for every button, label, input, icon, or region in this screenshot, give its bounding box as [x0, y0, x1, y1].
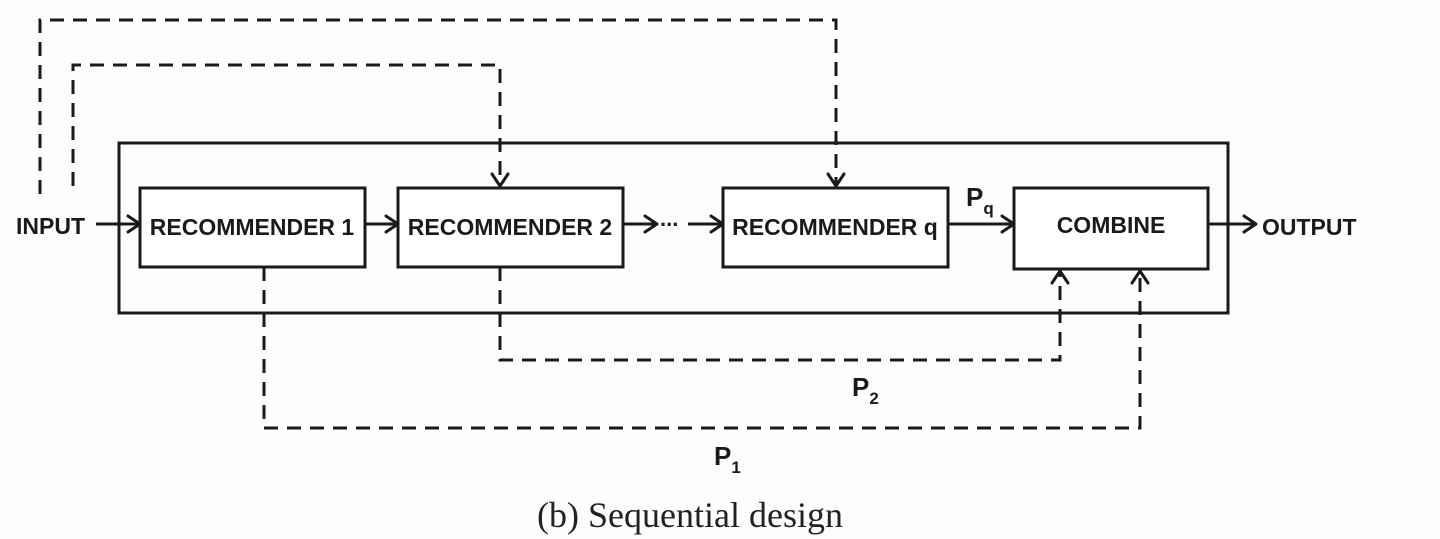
input-to-rq-dashed-line: [38, 18, 838, 194]
p-2-label: P2: [852, 372, 879, 408]
recommender-q-box: [721, 186, 950, 269]
system-frame: [117, 141, 1230, 315]
input-to-rq-arrowhead: [826, 172, 846, 188]
recommender-1-label: RECOMMENDER 1: [150, 214, 355, 240]
r1-to-r2-arrowhead: [384, 214, 400, 234]
combine-label: COMBINE: [1057, 212, 1166, 238]
p1-dashed-line: [262, 267, 1142, 430]
dots-to-rq-arrowhead: [709, 214, 725, 234]
input-to-r2-dashed-line: [71, 63, 502, 186]
recommender-2-box: [396, 186, 625, 269]
input-to-r2-arrowhead: [490, 172, 510, 188]
recommender-q-label: RECOMMENDER q: [732, 214, 938, 240]
ellipsis: ...: [660, 206, 678, 231]
p2-dashed-line: [498, 267, 1062, 362]
p2-arrowhead: [1050, 269, 1070, 285]
r2-to-dots-arrowhead: [643, 214, 659, 234]
input-label: INPUT: [16, 213, 85, 239]
figure-caption: (b) Sequential design: [537, 495, 843, 535]
p1-arrowhead: [1130, 269, 1150, 285]
combine-box: [1012, 186, 1210, 271]
p-1-label: P1: [714, 441, 741, 477]
output-arrowhead: [1242, 214, 1258, 234]
rq-to-combine-arrowhead: [1000, 214, 1016, 234]
recommender-1-box: [138, 186, 367, 269]
p-q-label: Pq: [966, 182, 994, 218]
recommender-2-label: RECOMMENDER 2: [408, 214, 612, 240]
input-arrowhead: [126, 214, 142, 234]
output-label: OUTPUT: [1262, 214, 1357, 240]
